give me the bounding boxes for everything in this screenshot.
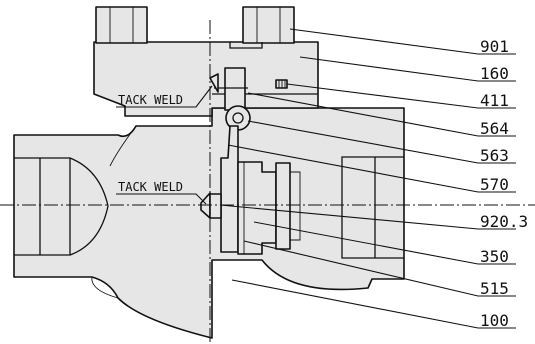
callout-labels: 901 160 411 564 563 570 920.3 350 515 10…	[480, 37, 528, 330]
callout-920-3: 920.3	[480, 212, 528, 231]
callout-160: 160	[480, 64, 509, 83]
bonnet-cover	[93, 41, 319, 117]
callout-563: 563	[480, 146, 509, 165]
tack-weld-note-upper: TACK WELD	[116, 85, 213, 108]
svg-text:TACK WELD: TACK WELD	[118, 180, 183, 194]
callout-350: 350	[480, 247, 509, 266]
plug-411	[275, 79, 288, 89]
callout-515: 515	[480, 279, 509, 298]
hinge-pin-assembly	[209, 67, 251, 131]
callout-leaders	[219, 28, 516, 329]
hinge-arm	[220, 125, 239, 253]
callout-100: 100	[480, 311, 509, 330]
tack-weld-note-lower: TACK WELD	[116, 180, 207, 205]
svg-text:TACK WELD: TACK WELD	[118, 93, 183, 107]
hex-bolts	[95, 6, 295, 49]
valve-body	[13, 107, 405, 339]
seat-ring	[275, 162, 301, 250]
callout-901: 901	[480, 37, 509, 56]
callout-570: 570	[480, 175, 509, 194]
callout-564: 564	[480, 119, 509, 138]
callout-411: 411	[480, 91, 509, 110]
